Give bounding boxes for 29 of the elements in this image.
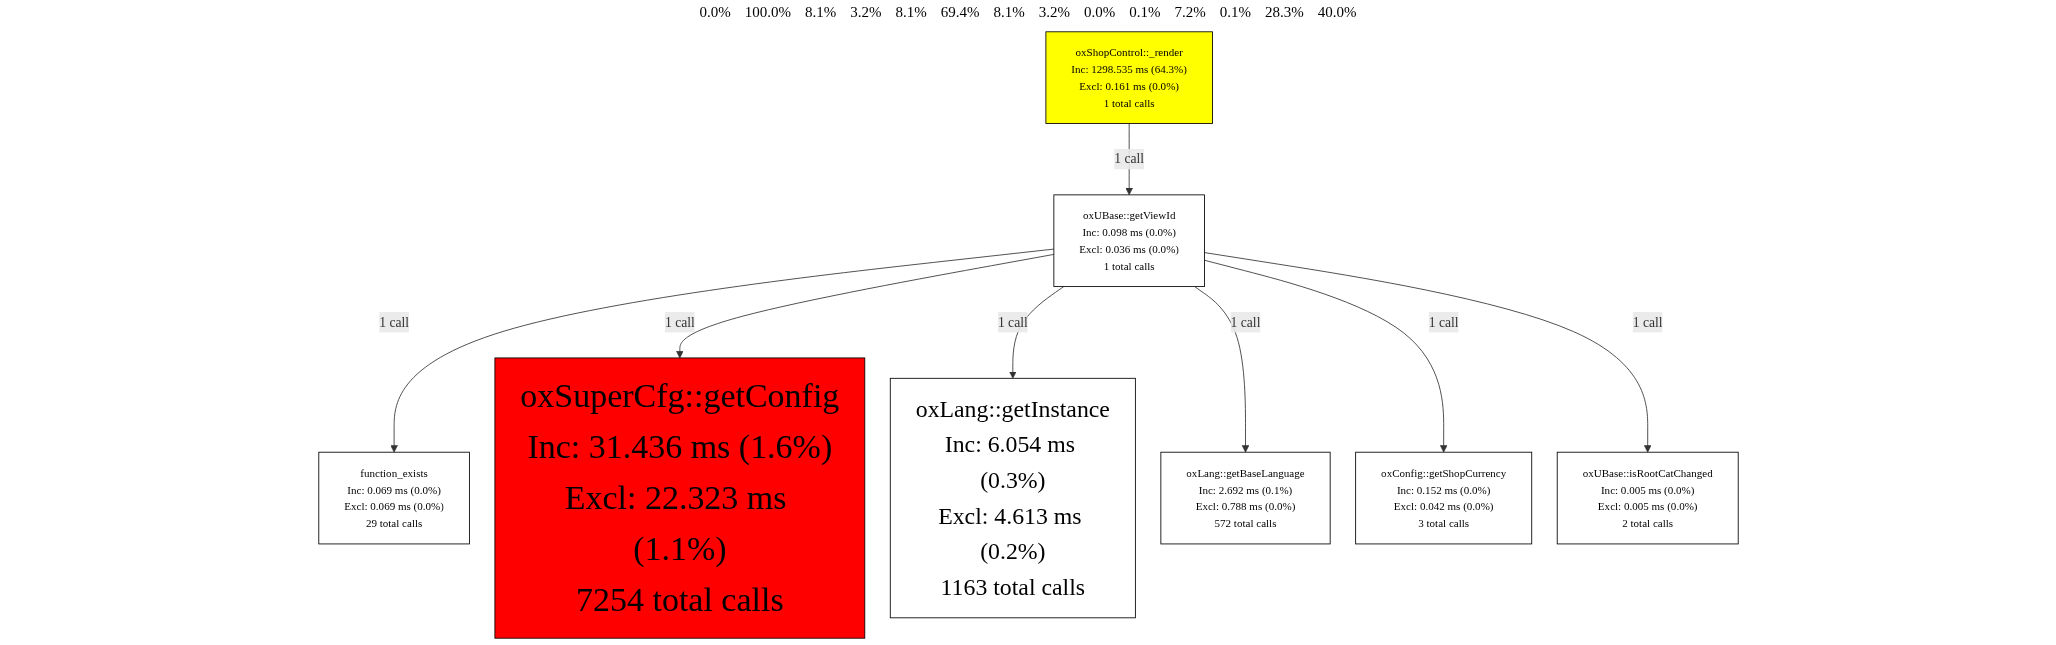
percentage-label: 3.2% (1038, 4, 1070, 21)
percentage-label: 40.0% (1317, 4, 1357, 21)
percentage-label: 0.1% (1129, 4, 1161, 21)
edge-label: 1 call (664, 314, 695, 330)
edge-label: 1 call (1632, 314, 1663, 330)
percentage-label: 8.1% (805, 4, 837, 21)
node-box: oxSuperCfg::getConfig Inc: 31.436 ms (1.6%) Excl: 22.323 ms (1.1%) 7254 total calls (493, 357, 865, 639)
edge-label: 1 call (378, 314, 409, 330)
percentage-label: 3.2% (850, 4, 882, 21)
percentage-label: 8.1% (895, 4, 927, 21)
node-box: oxShopControl::_render Inc: 1298.535 ms (64.3%) Excl: 0.161 ms (0.0%) 1 total calls (1044, 31, 1213, 124)
node-box: oxConfig::getShopCurrency Inc: 0.152 ms (0.0%) Excl: 0.042 ms (0.0%) 3 total calls (1354, 451, 1532, 545)
percentage-label: 0.0% (1084, 4, 1116, 21)
percentage-label: 0.1% (1219, 4, 1251, 21)
node-box: oxUBase::getViewId Inc: 0.098 ms (0.0%) Excl: 0.036 ms (0.0%) 1 total calls (1052, 194, 1205, 287)
percentage-label: 8.1% (993, 4, 1025, 21)
edge-label: 1 call (1428, 314, 1459, 330)
edge-label: 1 call (997, 314, 1028, 330)
percentage-label: 0.0% (699, 4, 731, 21)
percentage-label: 69.4% (940, 4, 980, 21)
node-box: function_exists Inc: 0.069 ms (0.0%) Excl: 0.069 ms (0.0%) 29 total calls (317, 451, 470, 545)
percentage-label: 28.3% (1265, 4, 1304, 21)
node-box: oxUBase::isRootCatChanged Inc: 0.005 ms (0.0%) Excl: 0.005 ms (0.0%) 2 total calls (1556, 451, 1739, 545)
node-box: oxLang::getBaseLanguage Inc: 2.692 ms (0.1%) Excl: 0.788 ms (0.0%) 572 total calls (1159, 451, 1331, 545)
percentage-label: 100.0% (744, 4, 791, 21)
edge-label: 1 call (1230, 314, 1260, 330)
percentage-label: 7.2% (1174, 4, 1206, 21)
edge-label: 1 call (1113, 151, 1144, 166)
node-box: oxLang::getInstance Inc: 6.054 ms (0.3%) Excl: 4.613 ms (0.2%) 1163 total calls (889, 377, 1136, 619)
